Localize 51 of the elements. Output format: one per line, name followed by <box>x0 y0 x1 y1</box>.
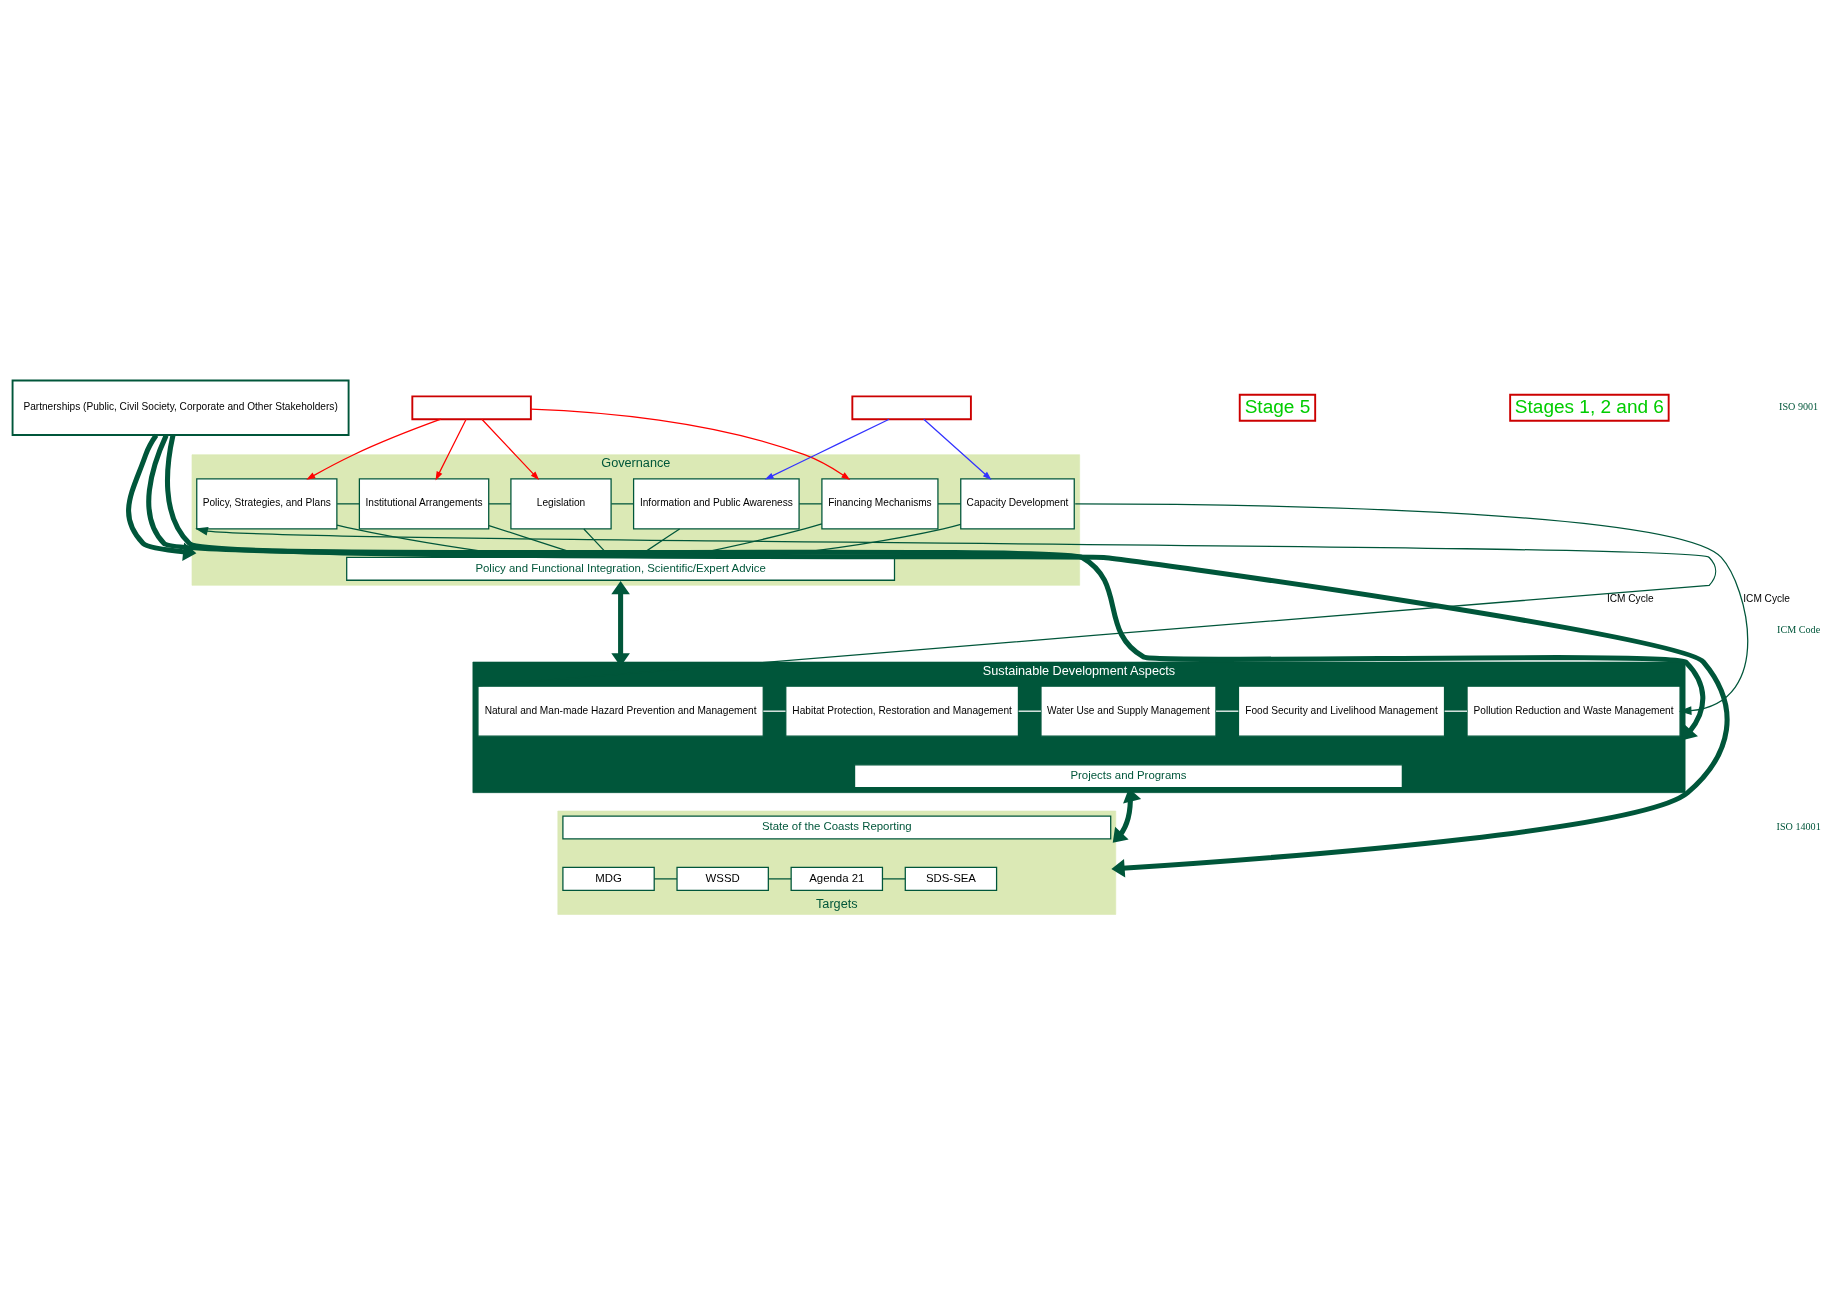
arrow <box>435 418 467 480</box>
connector <box>936 502 961 504</box>
node-box: Stage 5 <box>1238 393 1316 422</box>
label: ICM Code <box>1776 623 1820 635</box>
node-box: Natural and Man-made Hazard Prevention and Management <box>476 685 764 737</box>
label: ISO 9001 <box>1778 400 1818 412</box>
arrow <box>125 433 196 561</box>
connector <box>336 502 360 504</box>
node-box: MDG <box>561 866 655 891</box>
arrow <box>146 433 1705 740</box>
connector <box>767 877 792 880</box>
node-box: Habitat Protection, Restoration and Management <box>784 685 1019 737</box>
connector <box>610 502 634 504</box>
node-box: Information and Public Awareness <box>632 477 800 530</box>
node-box: SDS-SEA <box>904 866 997 891</box>
node-box: Financing Mechanisms <box>820 477 939 530</box>
connector <box>1443 710 1468 712</box>
node-box: Projects and Programs <box>853 763 1403 788</box>
connector <box>797 502 822 504</box>
connector <box>1214 710 1239 712</box>
node-box: Partnerships (Public, Civil Society, Corporate and Other Stakeholders) <box>11 379 350 436</box>
connector <box>881 877 906 880</box>
edge-label: ICM Cycle <box>1606 592 1654 604</box>
node-box: Capacity Development <box>959 477 1075 530</box>
arrow <box>305 418 441 480</box>
node-box <box>850 394 972 420</box>
connector <box>653 877 678 880</box>
node-box: Water Use and Supply Management <box>1039 685 1217 737</box>
arrow <box>922 418 992 480</box>
node-box: State of the Coasts Reporting <box>561 815 1111 840</box>
connector <box>762 710 786 712</box>
edge-label: ICM Cycle <box>1742 592 1790 604</box>
arrow <box>764 418 890 480</box>
label: ISO 14001 <box>1776 820 1821 832</box>
node-box: Agenda 21 <box>790 866 883 891</box>
node-box: Legislation <box>509 477 612 530</box>
node-box <box>410 394 532 420</box>
connector <box>1017 710 1042 712</box>
node-box: Policy, Strategies, and Plans <box>195 477 337 530</box>
arrow <box>480 418 539 480</box>
node-box: Food Security and Livelihood Management <box>1237 685 1445 737</box>
arrow <box>164 434 1729 877</box>
connector <box>487 502 511 504</box>
arrow <box>1074 502 1748 715</box>
node-box: Stages 1, 2 and 6 <box>1508 393 1670 422</box>
arrow <box>194 526 1716 686</box>
node-box: Policy and Functional Integration, Scientific/Expert Advice <box>345 556 895 581</box>
arrow <box>529 407 850 480</box>
node-box: WSSD <box>675 866 769 891</box>
node-box: Pollution Reduction and Waste Management <box>1465 685 1681 737</box>
node-box: Institutional Arrangements <box>358 477 489 530</box>
